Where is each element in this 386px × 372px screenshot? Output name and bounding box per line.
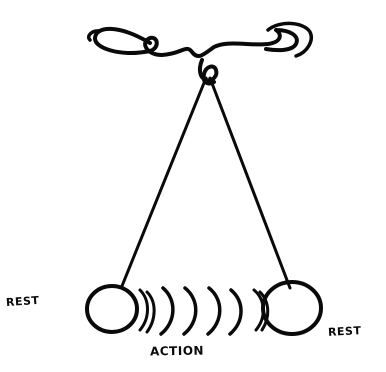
motion-arc-3: [161, 288, 173, 334]
motion-arc-1: [140, 290, 148, 330]
support-scribble: [95, 29, 297, 56]
right-bob: [263, 282, 321, 334]
rest-label-left: REST: [6, 294, 40, 309]
motion-arc-6: [230, 290, 241, 334]
right-string: [210, 78, 290, 288]
action-label: ACTION: [150, 344, 204, 359]
rest-label-right: REST: [328, 324, 362, 339]
motion-arc-5: [208, 288, 220, 334]
motion-arc-4: [184, 288, 196, 334]
pivot-knot: [200, 60, 216, 84]
left-string: [122, 78, 206, 286]
left-bob: [87, 286, 137, 332]
